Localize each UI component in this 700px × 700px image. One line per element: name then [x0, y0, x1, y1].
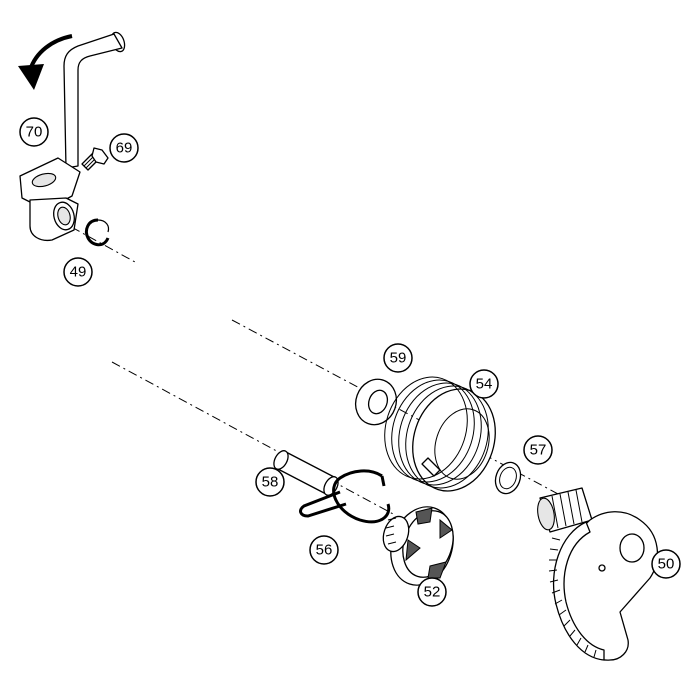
svg-text:59: 59: [390, 350, 407, 367]
thin-washer-icon: [494, 461, 522, 495]
svg-text:70: 70: [26, 124, 43, 141]
circlip-icon: [84, 218, 110, 247]
callout-70: 70: [19, 117, 49, 147]
washer-icon: [354, 378, 398, 426]
callout-57: 57: [523, 435, 553, 465]
callout-69: 69: [109, 133, 139, 163]
callout-49: 49: [63, 257, 93, 287]
svg-text:56: 56: [316, 542, 333, 559]
rotation-arrow-icon: [18, 34, 73, 90]
segment-gear-icon: [537, 487, 659, 661]
callout-59: 59: [383, 343, 413, 373]
svg-text:69: 69: [116, 140, 133, 157]
svg-text:54: 54: [476, 376, 493, 393]
callout-50: 50: [651, 549, 681, 579]
svg-text:58: 58: [262, 474, 279, 491]
callout-56: 56: [309, 535, 339, 565]
svg-text:57: 57: [530, 442, 547, 459]
axis-line-lower: [111, 361, 396, 516]
kick-lever-icon: [19, 31, 126, 242]
callout-52: 52: [417, 577, 447, 607]
ratchet-gear-icon: [382, 506, 454, 586]
wire-spring-icon: [299, 469, 391, 524]
spring-icon: [384, 376, 496, 492]
axis-line-lever: [54, 217, 136, 263]
callout-58: 58: [255, 467, 285, 497]
pin-icon: [273, 450, 339, 496]
bolt-icon: [81, 147, 109, 171]
svg-text:52: 52: [424, 584, 441, 601]
svg-text:49: 49: [70, 264, 87, 281]
callout-54: 54: [469, 369, 499, 399]
svg-text:50: 50: [658, 556, 675, 573]
